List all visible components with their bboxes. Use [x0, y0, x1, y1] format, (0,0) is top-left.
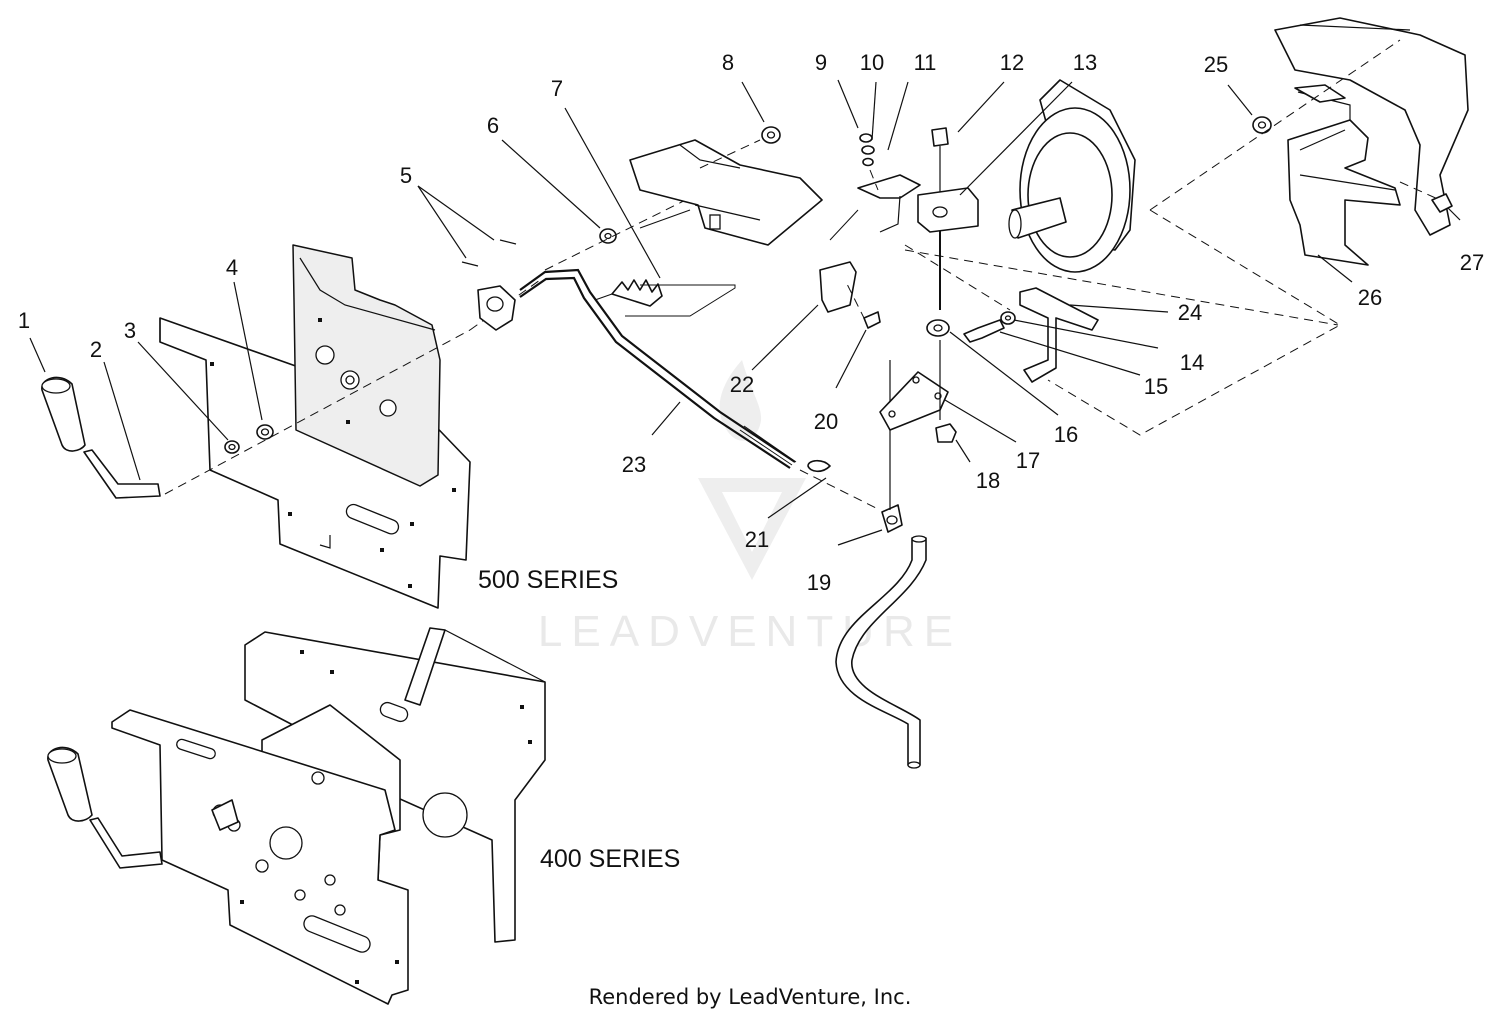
callout-15: 15	[1144, 374, 1168, 399]
callout-7: 7	[551, 76, 563, 101]
frame-400-series	[47, 627, 546, 1005]
watermark: LEADVENTURE	[538, 360, 962, 656]
callout-22: 22	[730, 372, 754, 397]
callout-20: 20	[814, 409, 838, 434]
callout-13: 13	[1073, 50, 1097, 75]
leader-lines	[29, 79, 1461, 546]
callout-27: 27	[1460, 250, 1484, 275]
callout-5: 5	[400, 163, 412, 188]
frame-500-series	[41, 239, 541, 609]
engine-assembly	[629, 17, 1469, 436]
callout-24: 24	[1178, 300, 1202, 325]
callout-9: 9	[815, 50, 827, 75]
callout-8: 8	[722, 50, 734, 75]
watermark-flame-icon	[719, 360, 762, 441]
callout-3: 3	[124, 318, 136, 343]
callout-26: 26	[1358, 285, 1382, 310]
series-400-label: 400 SERIES	[540, 845, 680, 873]
callout-2: 2	[90, 337, 102, 362]
callout-19: 19	[807, 570, 831, 595]
callout-21: 21	[745, 527, 769, 552]
callout-labels: 1 2 3 4 5 6 7 8 9 10 11 12 13 14 15 16 1…	[18, 50, 1484, 595]
linkage-assembly	[519, 127, 1339, 769]
callout-18: 18	[976, 468, 1000, 493]
callout-23: 23	[622, 452, 646, 477]
callout-1: 1	[18, 308, 30, 333]
series-500-label: 500 SERIES	[478, 566, 618, 594]
callout-25: 25	[1204, 52, 1228, 77]
callout-17: 17	[1016, 448, 1040, 473]
callout-16: 16	[1054, 422, 1078, 447]
callout-12: 12	[1000, 50, 1024, 75]
callout-10: 10	[860, 50, 884, 75]
render-credit: Rendered by LeadVenture, Inc.	[589, 985, 912, 1009]
callout-11: 11	[914, 50, 937, 75]
callout-6: 6	[487, 113, 499, 138]
watermark-text: LEADVENTURE	[538, 607, 962, 656]
callout-14: 14	[1180, 350, 1204, 375]
callout-4: 4	[226, 255, 238, 280]
watermark-v-icon	[698, 478, 806, 580]
